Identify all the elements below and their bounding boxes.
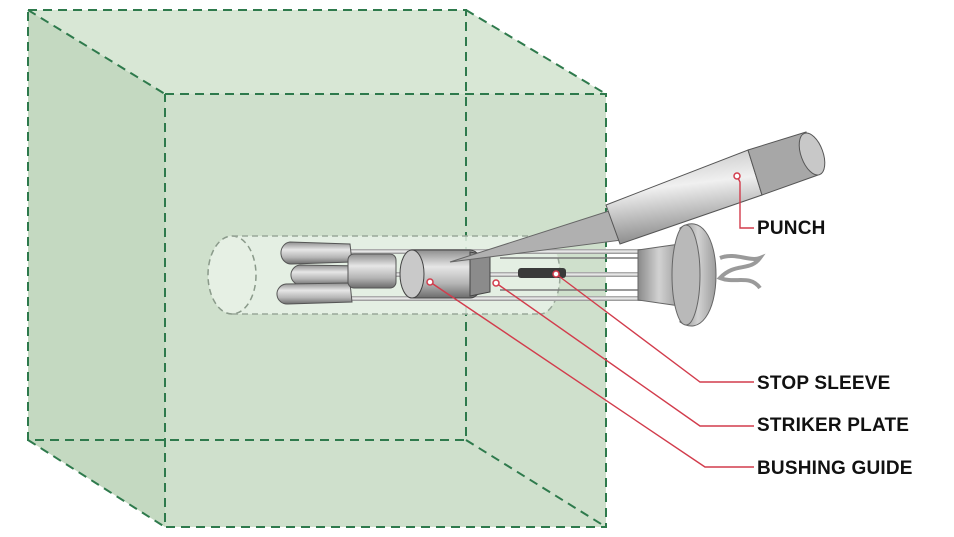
punch-tool-icon (449, 131, 826, 263)
bushing-guide-label: BUSHING GUIDE (757, 458, 913, 479)
box-top-face (28, 10, 606, 94)
striker-plate-label: STRIKER PLATE (757, 415, 910, 436)
box-left-face (28, 10, 165, 527)
stop-sleeve-label: STOP SLEEVE (757, 373, 891, 394)
punch-label: PUNCH (757, 218, 826, 239)
collet-jaws-icon (276, 241, 397, 305)
spring-knob-icon (637, 223, 766, 327)
bushing-guide-icon (399, 249, 491, 299)
callout-lines (429, 175, 754, 468)
callout-dots (426, 172, 741, 287)
